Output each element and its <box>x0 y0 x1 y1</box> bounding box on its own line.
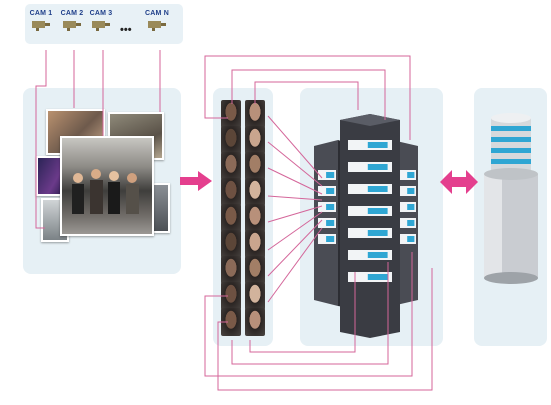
camera-icon <box>92 21 110 31</box>
server-slot <box>400 170 416 180</box>
face-thumbnail <box>245 152 265 180</box>
face-thumbnail <box>221 256 241 284</box>
camera-1: CAM 1 <box>29 10 53 36</box>
server-slot <box>348 140 392 150</box>
face-thumbnail <box>221 100 241 128</box>
camera-2: CAM 2 <box>60 10 84 36</box>
server-slot <box>318 186 336 196</box>
face-thumbnail <box>245 282 265 310</box>
server-slot <box>400 202 416 212</box>
face-thumbnail <box>245 178 265 206</box>
server-slot <box>348 272 392 282</box>
face-thumbnail <box>245 256 265 284</box>
camera-icon <box>63 21 81 31</box>
face-thumbnail <box>221 152 241 180</box>
camera-label: CAM 3 <box>89 10 113 17</box>
face-thumbnail <box>245 204 265 232</box>
camera-icon <box>148 21 166 31</box>
face-thumbnail <box>245 230 265 258</box>
face-thumbnail <box>221 126 241 154</box>
face-thumbnail <box>245 126 265 154</box>
face-thumbnail <box>245 308 265 336</box>
face-thumbnail <box>221 230 241 258</box>
face-thumbnail <box>221 204 241 232</box>
face-thumbnail <box>245 100 265 128</box>
face-thumbnail <box>221 282 241 310</box>
face-thumbnail <box>221 308 241 336</box>
server-slot <box>348 184 392 194</box>
server-slot <box>400 234 416 244</box>
camera-label: CAM 2 <box>60 10 84 17</box>
server-slot <box>318 234 336 244</box>
server-slot <box>348 206 392 216</box>
main-video-frame <box>60 136 154 236</box>
server-slot <box>400 218 416 228</box>
database-icon <box>484 113 538 284</box>
server-slot <box>348 228 392 238</box>
server-slot <box>348 162 392 172</box>
camera-label: CAM N <box>145 10 169 17</box>
server-slot <box>400 186 416 196</box>
face-thumbnail <box>221 178 241 206</box>
double-arrow-icon <box>440 170 478 194</box>
server-slot <box>318 170 336 180</box>
camera-n: CAM N <box>145 10 169 36</box>
camera-bar: CAM 1 CAM 2 CAM 3 ••• CAM N <box>25 4 183 44</box>
arrow-right-icon <box>180 171 212 191</box>
camera-3: CAM 3 <box>89 10 113 36</box>
camera-label: CAM 1 <box>29 10 53 17</box>
server-slot <box>318 202 336 212</box>
camera-icon <box>32 21 50 31</box>
crowd-illustration <box>72 169 139 214</box>
server-slot <box>348 250 392 260</box>
ellipsis: ••• <box>120 24 132 36</box>
server-slot <box>318 218 336 228</box>
